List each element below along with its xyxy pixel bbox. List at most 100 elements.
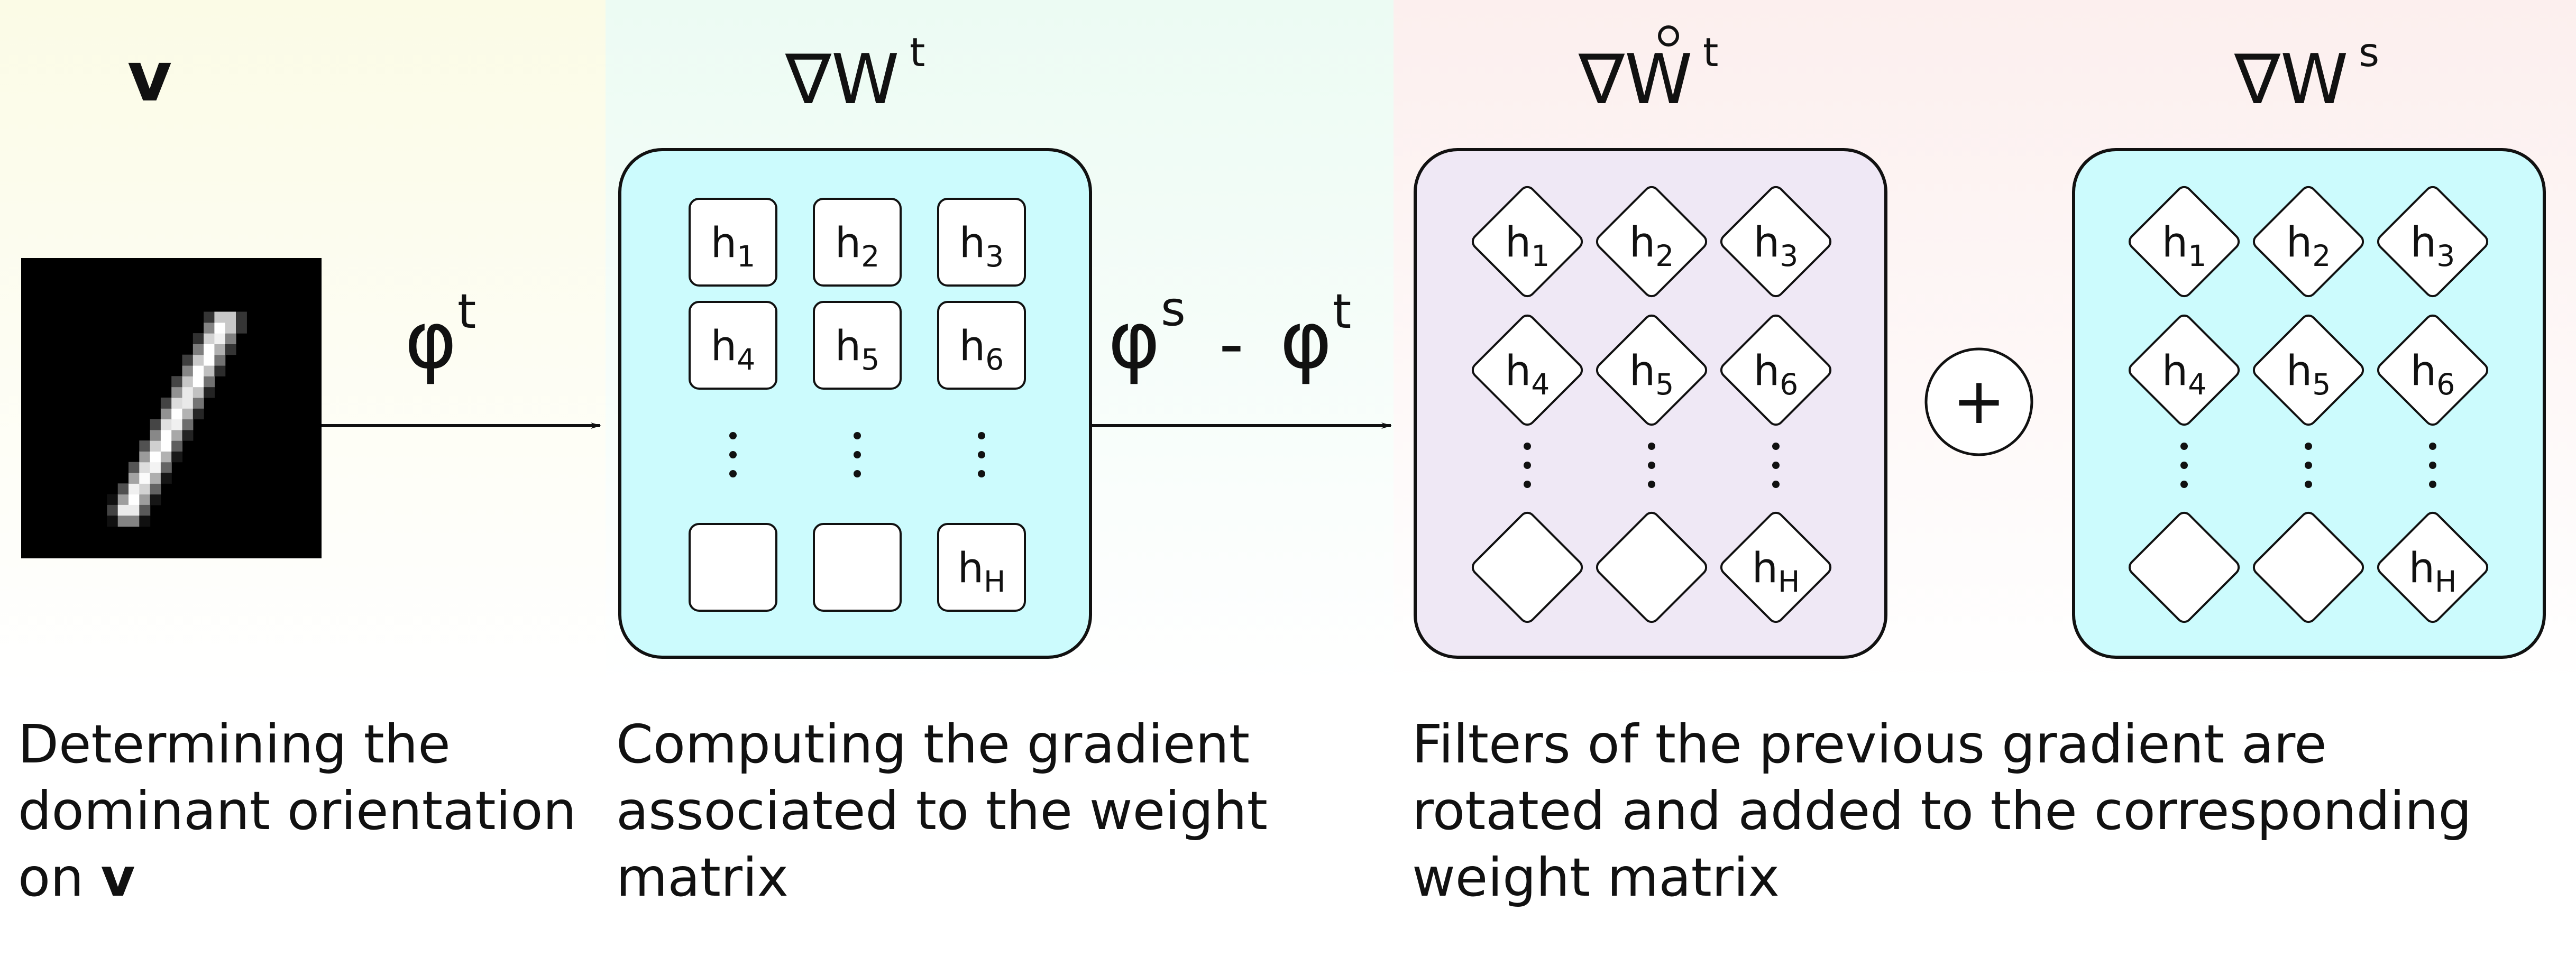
ellipsis-dot bbox=[978, 470, 985, 477]
digit-pixel bbox=[225, 322, 236, 334]
filter-label: h4 bbox=[1505, 347, 1550, 401]
filter-cell: hH bbox=[937, 523, 1026, 612]
caption-rotation: Filters of the previous gradient are rot… bbox=[1412, 711, 2472, 911]
caption-rotation-line3: weight matrix bbox=[1412, 847, 1780, 908]
digit-pixel bbox=[160, 419, 172, 430]
grad-wt-text: ∇W bbox=[785, 39, 900, 119]
phi-t2-superscript: t bbox=[1333, 284, 1351, 339]
filter-square bbox=[813, 198, 902, 287]
filter-label: hH bbox=[2409, 545, 2457, 599]
digit-pixel bbox=[182, 376, 194, 388]
caption-rotation-line2: rotated and added to the corresponding bbox=[1412, 780, 2472, 842]
phi-s-superscript: s bbox=[1161, 281, 1186, 337]
ellipsis-dot bbox=[854, 470, 861, 477]
caption-gradient-line3: matrix bbox=[616, 847, 789, 908]
filter-label: h1 bbox=[1505, 219, 1550, 273]
filter-cell: h6 bbox=[2377, 314, 2489, 426]
filter-label: h3 bbox=[2410, 219, 2455, 273]
filter-label: h3 bbox=[959, 219, 1004, 273]
filter-cell bbox=[1471, 511, 1583, 623]
digit-pixel bbox=[182, 354, 194, 366]
digit-pixel bbox=[171, 419, 183, 430]
digit-pixel bbox=[160, 451, 172, 463]
filter-diamond bbox=[1720, 186, 1832, 298]
digit-pixel bbox=[182, 408, 194, 420]
digit-pixel bbox=[214, 344, 226, 355]
digit-pixel bbox=[171, 429, 183, 441]
digit-pixel bbox=[171, 451, 183, 463]
input-vector-label: v bbox=[127, 36, 172, 117]
digit-pixel bbox=[150, 462, 161, 473]
ellipsis-dot bbox=[2180, 481, 2188, 488]
ellipsis-dot bbox=[978, 451, 985, 458]
filter-diamond bbox=[1596, 186, 1708, 298]
filter-label: h5 bbox=[2286, 347, 2331, 401]
filter-cell: h3 bbox=[937, 198, 1026, 287]
digit-pixel bbox=[192, 408, 204, 420]
filter-diamond bbox=[1720, 314, 1832, 426]
grad-wt-rotated-superscript: t bbox=[1703, 29, 1718, 76]
ellipsis-dot bbox=[1772, 462, 1780, 469]
digit-pixel bbox=[150, 473, 161, 484]
filter-diamond bbox=[1471, 511, 1583, 623]
digit-pixel bbox=[171, 397, 183, 409]
filter-square bbox=[813, 523, 902, 612]
filter-label: h4 bbox=[711, 323, 755, 376]
filter-label: hH bbox=[958, 545, 1006, 599]
filter-square bbox=[813, 301, 902, 390]
filter-cell: h5 bbox=[1596, 314, 1708, 426]
caption-gradient-line2: associated to the weight bbox=[616, 780, 1268, 842]
filter-diamond bbox=[1720, 511, 1832, 623]
digit-pixel bbox=[139, 494, 151, 505]
phi-t2-symbol: φ bbox=[1280, 295, 1332, 387]
filter-cell: h3 bbox=[1720, 186, 1832, 298]
filter-diamond bbox=[2377, 186, 2489, 298]
filter-label: h5 bbox=[835, 323, 879, 376]
digit-pixel bbox=[150, 440, 161, 452]
ellipsis-dot bbox=[1648, 481, 1655, 488]
digit-pixel bbox=[192, 354, 204, 366]
filter-label: h1 bbox=[2162, 219, 2206, 273]
ellipsis-dot bbox=[1524, 462, 1531, 469]
phi-t-symbol: φ bbox=[405, 295, 457, 387]
ellipsis-dot bbox=[2429, 481, 2436, 488]
digit-pixel bbox=[107, 504, 118, 516]
digit-pixel bbox=[204, 322, 215, 334]
filter-cell: h5 bbox=[813, 301, 902, 390]
filter-label: h6 bbox=[1754, 347, 1798, 401]
plus-operator: + bbox=[1924, 347, 2033, 456]
digit-pixel bbox=[214, 322, 226, 334]
ellipsis-dot bbox=[854, 451, 861, 458]
caption-orientation-line3: on v bbox=[18, 844, 576, 911]
digit-pixel bbox=[150, 494, 161, 505]
digit-pixel bbox=[204, 344, 215, 355]
filter-square bbox=[937, 523, 1026, 612]
filter-cell: hH bbox=[2377, 511, 2489, 623]
digit-pixel bbox=[107, 494, 118, 505]
digit-pixel bbox=[214, 311, 226, 323]
digit-pixel bbox=[139, 440, 151, 452]
grad-ws-text: ∇W bbox=[2234, 39, 2349, 119]
minus-sign: - bbox=[1219, 303, 1244, 384]
filter-cell: h2 bbox=[813, 198, 902, 287]
digit-pixel bbox=[182, 429, 194, 441]
digit-pixel bbox=[192, 344, 204, 355]
ellipsis-dot bbox=[2180, 462, 2188, 469]
ellipsis-dot bbox=[1648, 443, 1655, 450]
ellipsis-dot bbox=[2429, 462, 2436, 469]
filter-cell: h4 bbox=[1471, 314, 1583, 426]
filter-cell: hH bbox=[1720, 511, 1832, 623]
filter-cell: h4 bbox=[2128, 314, 2240, 426]
digit-pixel bbox=[129, 504, 140, 516]
digit-pixel bbox=[139, 483, 151, 495]
plus-sign: + bbox=[1952, 365, 2006, 438]
filter-diamond bbox=[2252, 314, 2364, 426]
phi-s-symbol: φ bbox=[1108, 295, 1160, 387]
filter-diamond bbox=[2377, 511, 2489, 623]
ellipsis-dot bbox=[729, 432, 737, 439]
filter-cell: h1 bbox=[2128, 186, 2240, 298]
digit-pixel bbox=[214, 365, 226, 376]
